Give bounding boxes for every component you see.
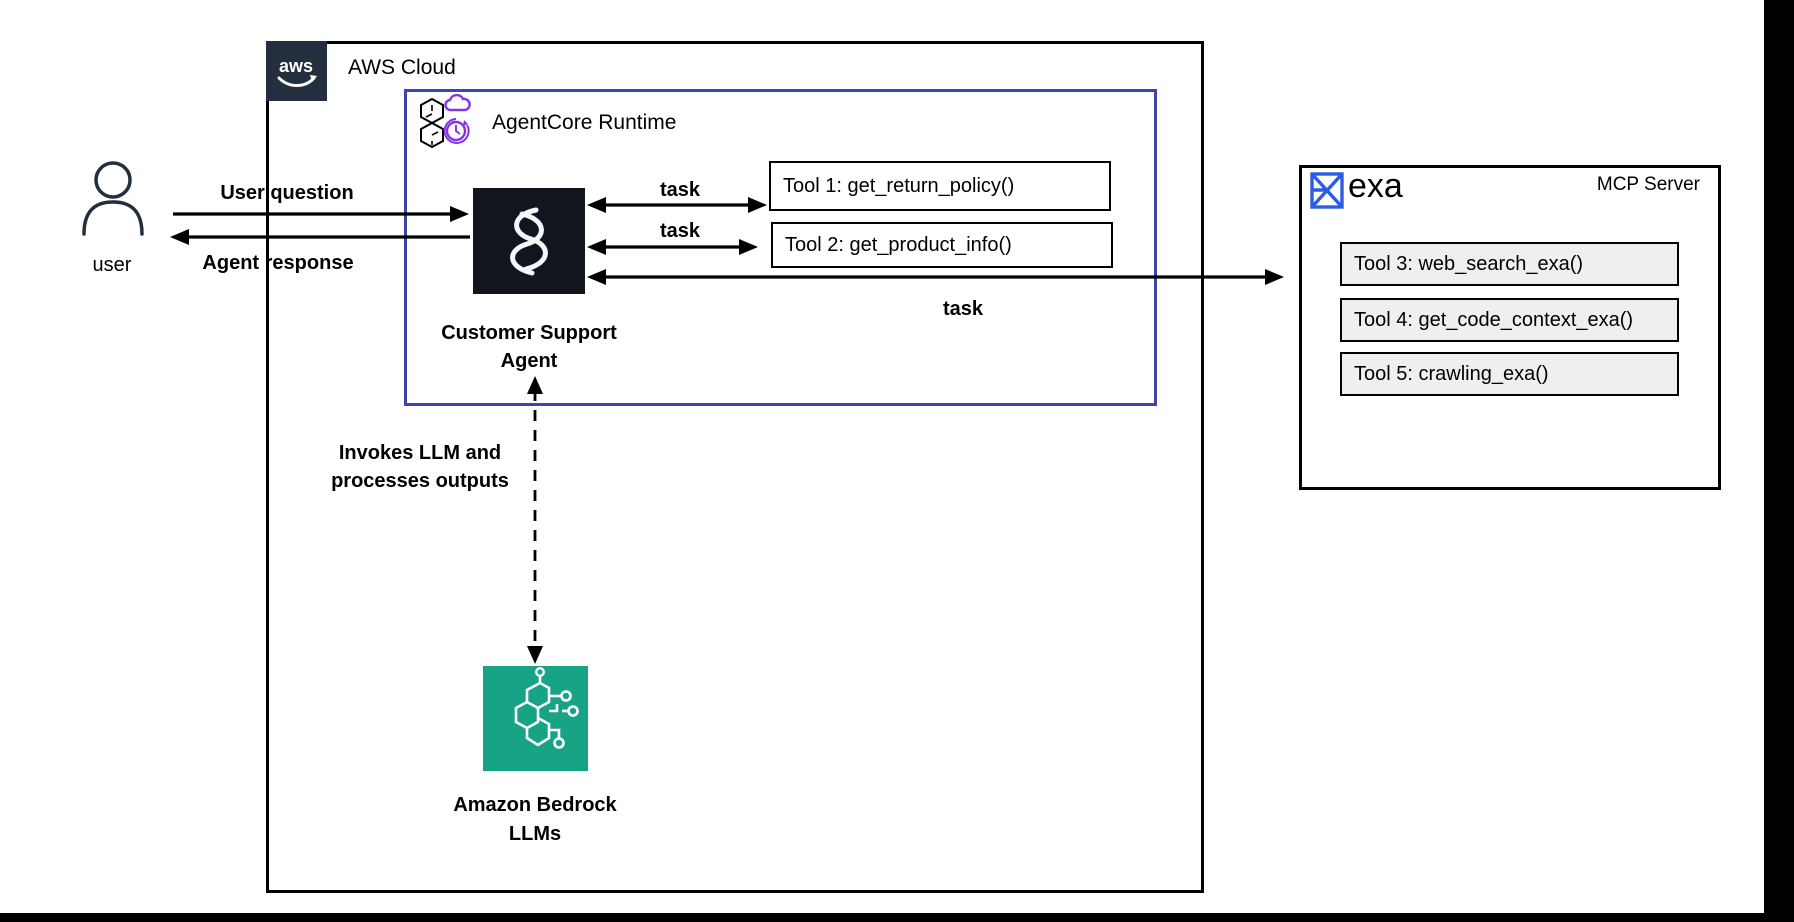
tool4-box: Tool 4: get_code_context_exa() <box>1340 298 1679 342</box>
invokes-llm-label-line2: processes outputs <box>331 470 509 492</box>
bedrock-caption-line1: Amazon Bedrock <box>453 794 617 816</box>
agentcore-runtime-box <box>404 89 1157 406</box>
amazon-bedrock-box <box>483 666 588 771</box>
mcp-server-title: MCP Server <box>1596 174 1700 195</box>
user-icon <box>78 158 148 236</box>
task-label-tool1: task <box>659 179 701 201</box>
aws-cloud-label: AWS Cloud <box>348 56 456 79</box>
user-question-label: User question <box>220 182 354 204</box>
tool4-label: Tool 4: get_code_context_exa() <box>1354 308 1634 331</box>
bedrock-caption-line2: LLMs <box>508 823 562 845</box>
agent-caption-line2: Agent <box>500 350 558 372</box>
agent-response-label: Agent response <box>202 252 354 274</box>
tool5-box: Tool 5: crawling_exa() <box>1340 352 1679 396</box>
tool2-label: Tool 2: get_product_info() <box>785 233 1012 256</box>
customer-support-agent-box <box>473 188 585 294</box>
exa-wordmark: exa <box>1348 167 1403 205</box>
tool3-box: Tool 3: web_search_exa() <box>1340 242 1679 286</box>
user-label: user <box>92 254 132 276</box>
tool3-label: Tool 3: web_search_exa() <box>1354 252 1584 275</box>
diagram-page: aws AWS Cloud AgentCore Runtime <box>0 0 1764 913</box>
tool1-box: Tool 1: get_return_policy() <box>769 161 1111 211</box>
aws-cloud-box <box>266 41 1204 893</box>
tool5-label: Tool 5: crawling_exa() <box>1354 362 1549 385</box>
mcp-server-box <box>1299 165 1721 490</box>
agent-caption-line1: Customer Support <box>441 322 617 344</box>
strands-helix-icon <box>510 207 548 276</box>
aws-logo: aws <box>266 41 327 101</box>
task-label-tool2: task <box>659 220 701 242</box>
agentcore-runtime-icon <box>410 94 472 154</box>
tool2-box: Tool 2: get_product_info() <box>771 222 1113 268</box>
aws-logo-text: aws <box>279 56 313 76</box>
tool1-label: Tool 1: get_return_policy() <box>783 174 1015 197</box>
bedrock-brain-icon <box>514 667 579 749</box>
task-label-mcp: task <box>942 298 984 320</box>
agentcore-runtime-label: AgentCore Runtime <box>492 111 677 134</box>
exa-logo-icon <box>1310 172 1344 209</box>
invokes-llm-label-line1: Invokes LLM and <box>338 442 502 464</box>
aws-logo-icon: aws <box>277 56 317 87</box>
